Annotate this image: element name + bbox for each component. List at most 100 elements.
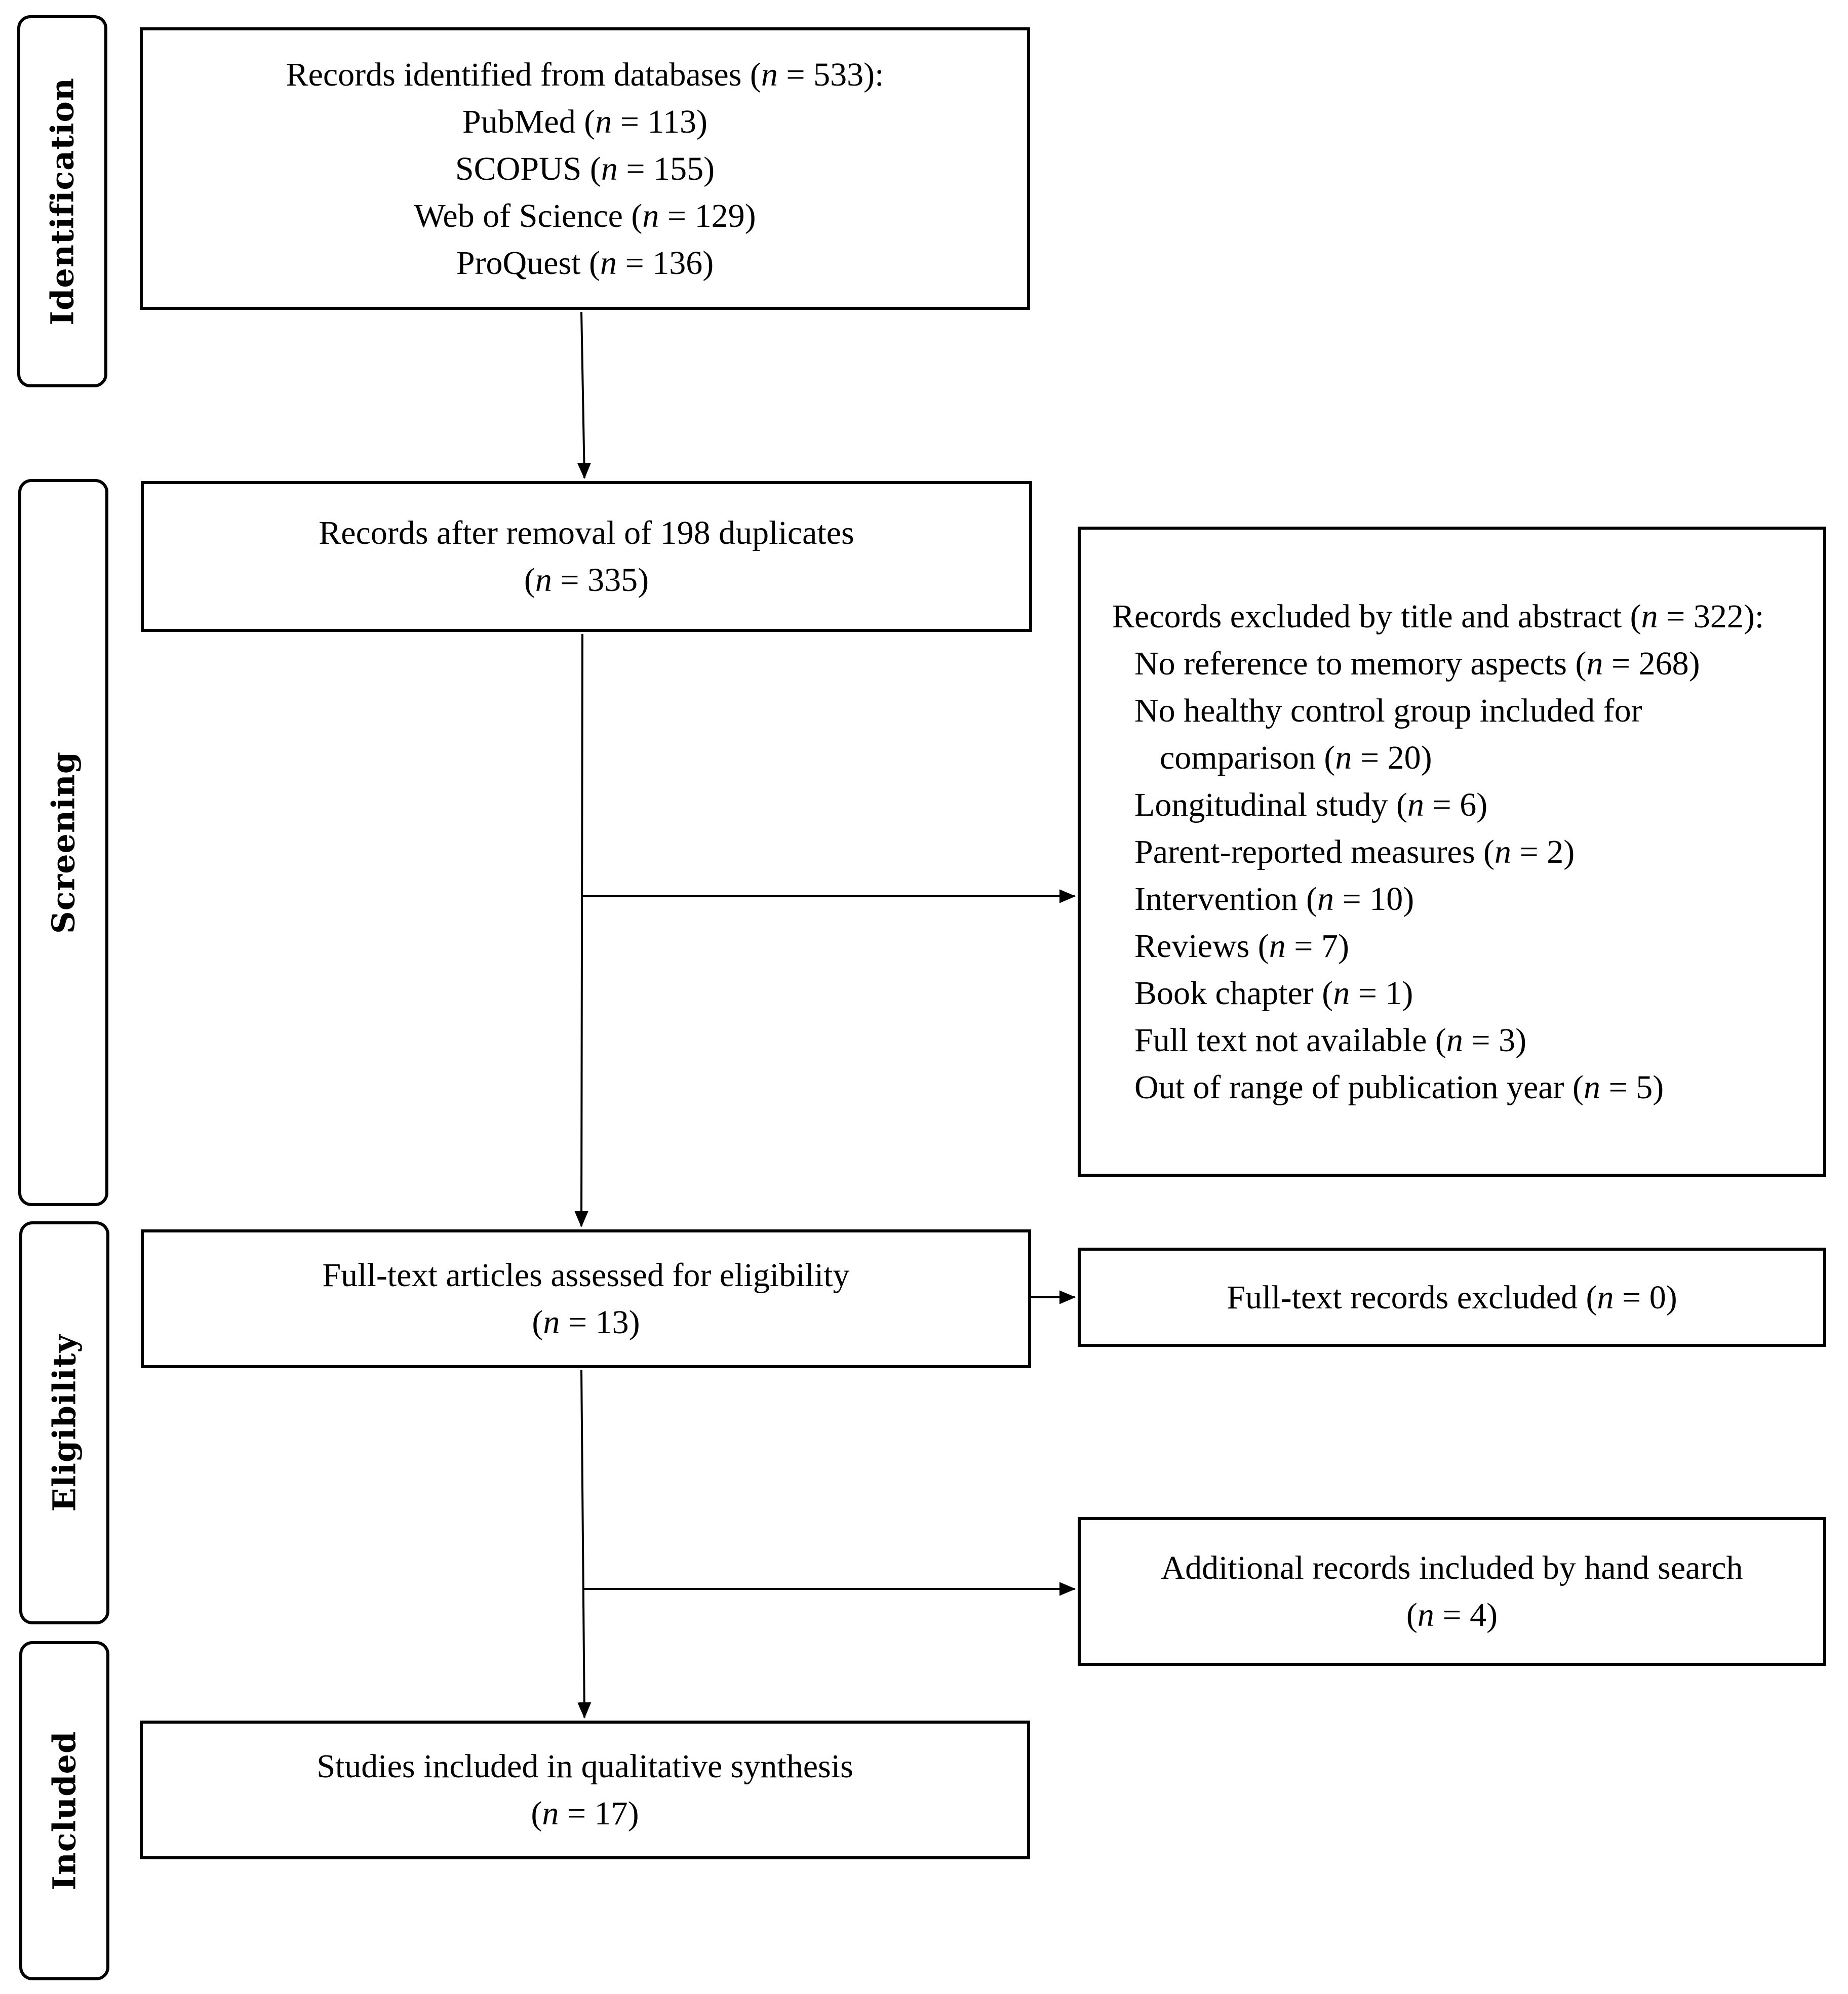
- line-text: Web of Science (: [414, 197, 643, 234]
- sample-size-symbol: n: [1417, 1597, 1434, 1633]
- sample-size-symbol: n: [1333, 974, 1350, 1012]
- line-count: = 13): [560, 1304, 640, 1341]
- sample-size-symbol: n: [1495, 833, 1512, 870]
- sample-size-symbol: n: [601, 150, 618, 187]
- box-line: Parent-reported measures (n = 2): [1112, 828, 1575, 875]
- line-count: = 2): [1511, 833, 1575, 870]
- line-count: = 1): [1350, 974, 1413, 1012]
- line-text: Additional records included by hand sear…: [1161, 1549, 1743, 1586]
- sample-size-symbol: n: [1584, 1068, 1601, 1106]
- line-count: = 5): [1600, 1068, 1664, 1106]
- sample-size-symbol: n: [1446, 1021, 1463, 1059]
- box-hand-search: Additional records included by hand sear…: [1078, 1517, 1826, 1666]
- box-line: No reference to memory aspects (n = 268): [1112, 640, 1700, 687]
- box-records-excluded-title-abstract: Records excluded by title and abstract (…: [1078, 527, 1826, 1177]
- box-line: SCOPUS (n = 155): [455, 145, 715, 192]
- stage-included: Included: [19, 1641, 109, 1980]
- line-count: = 3): [1463, 1021, 1527, 1059]
- line-text: No healthy control group included for: [1134, 692, 1642, 729]
- box-line: Records excluded by title and abstract (…: [1112, 593, 1764, 640]
- line-text: (: [532, 1304, 543, 1341]
- box-line: Full-text articles assessed for eligibil…: [322, 1252, 849, 1299]
- box-line: (n = 13): [532, 1299, 640, 1346]
- sample-size-symbol: n: [595, 103, 612, 140]
- line-count: = 335): [552, 562, 649, 599]
- line-text: Out of range of publication year (: [1134, 1068, 1584, 1106]
- box-full-text-excluded: Full-text records excluded (n = 0): [1078, 1248, 1826, 1347]
- box-line: (n = 4): [1406, 1591, 1498, 1639]
- line-text: Records identified from databases (: [286, 56, 761, 93]
- box-line: Studies included in qualitative synthesi…: [317, 1743, 853, 1790]
- box-studies-included: Studies included in qualitative synthesi…: [140, 1721, 1030, 1859]
- line-text: Parent-reported measures (: [1134, 833, 1495, 870]
- box-line: ProQuest (n = 136): [456, 240, 714, 287]
- box-line: Reviews (n = 7): [1112, 923, 1349, 970]
- sample-size-symbol: n: [1597, 1279, 1614, 1316]
- line-text: Full-text records excluded (: [1227, 1279, 1597, 1316]
- sample-size-symbol: n: [600, 244, 617, 282]
- line-text: (: [524, 562, 535, 599]
- box-line: Records identified from databases (n = 5…: [286, 51, 884, 98]
- line-text: comparison (: [1160, 739, 1335, 776]
- line-count: = 4): [1434, 1597, 1498, 1633]
- sample-size-symbol: n: [642, 197, 659, 234]
- sample-size-symbol: n: [1335, 739, 1352, 776]
- line-text: Reviews (: [1134, 927, 1269, 965]
- line-text: Records excluded by title and abstract (: [1112, 597, 1641, 635]
- box-line: (n = 17): [531, 1790, 639, 1837]
- line-count: = 10): [1334, 880, 1414, 918]
- line-text: Full text not available (: [1134, 1021, 1446, 1059]
- sample-size-symbol: n: [542, 1795, 559, 1832]
- box-line: Intervention (n = 10): [1112, 875, 1414, 923]
- line-count: = 20): [1352, 739, 1432, 776]
- stage-eligibility: Eligibility: [19, 1221, 109, 1624]
- line-count: = 155): [617, 150, 715, 187]
- line-text: (: [1406, 1597, 1418, 1633]
- line-text: Longitudinal study (: [1134, 786, 1407, 823]
- line-text: Full-text articles assessed for eligibil…: [322, 1257, 850, 1294]
- line-count: = 6): [1424, 786, 1488, 823]
- box-line: comparison (n = 20): [1112, 734, 1432, 781]
- line-text: Studies included in qualitative synthesi…: [317, 1748, 853, 1785]
- box-line: Full text not available (n = 3): [1112, 1017, 1526, 1064]
- line-count: = 533):: [777, 56, 884, 93]
- box-line: Web of Science (n = 129): [414, 192, 756, 240]
- line-count: = 0): [1614, 1279, 1677, 1316]
- box-records-after-duplicates: Records after removal of 198 duplicates (…: [141, 481, 1032, 632]
- line-count: = 136): [616, 244, 714, 282]
- line-text: No reference to memory aspects (: [1134, 645, 1587, 682]
- box-line: Book chapter (n = 1): [1112, 970, 1413, 1017]
- box-line: Records after removal of 198 duplicates: [319, 509, 854, 556]
- arrow-eligibility-to-included: [577, 1370, 592, 1719]
- sample-size-symbol: n: [1586, 645, 1603, 682]
- box-line: Full-text records excluded (n = 0): [1227, 1274, 1677, 1321]
- line-text: PubMed (: [462, 103, 596, 140]
- stage-screening: Screening: [18, 479, 108, 1206]
- line-text: (: [531, 1795, 542, 1832]
- line-text: Records after removal of 198 duplicates: [319, 514, 854, 551]
- sample-size-symbol: n: [535, 562, 552, 599]
- line-count: = 17): [559, 1795, 639, 1832]
- box-line: Longitudinal study (n = 6): [1112, 781, 1487, 828]
- box-line: Additional records included by hand sear…: [1161, 1544, 1743, 1591]
- box-line: PubMed (n = 113): [462, 98, 707, 145]
- box-full-text-assessed: Full-text articles assessed for eligibil…: [141, 1229, 1031, 1368]
- line-count: = 322):: [1658, 597, 1764, 635]
- box-line: (n = 335): [524, 556, 649, 604]
- line-text: Book chapter (: [1134, 974, 1333, 1012]
- line-count: = 129): [659, 197, 756, 234]
- line-text: SCOPUS (: [455, 150, 601, 187]
- line-text: Intervention (: [1134, 880, 1318, 918]
- sample-size-symbol: n: [1641, 597, 1658, 635]
- line-count: = 7): [1285, 927, 1349, 965]
- sample-size-symbol: n: [1317, 880, 1334, 918]
- box-line: No healthy control group included for: [1112, 687, 1642, 734]
- arrow-identified-to-screening: [577, 311, 592, 479]
- sample-size-symbol: n: [761, 56, 778, 93]
- box-records-identified: Records identified from databases (n = 5…: [140, 27, 1030, 310]
- box-line: Out of range of publication year (n = 5): [1112, 1064, 1664, 1111]
- sample-size-symbol: n: [1269, 927, 1286, 965]
- sample-size-symbol: n: [543, 1304, 560, 1341]
- line-text: ProQuest (: [456, 244, 600, 282]
